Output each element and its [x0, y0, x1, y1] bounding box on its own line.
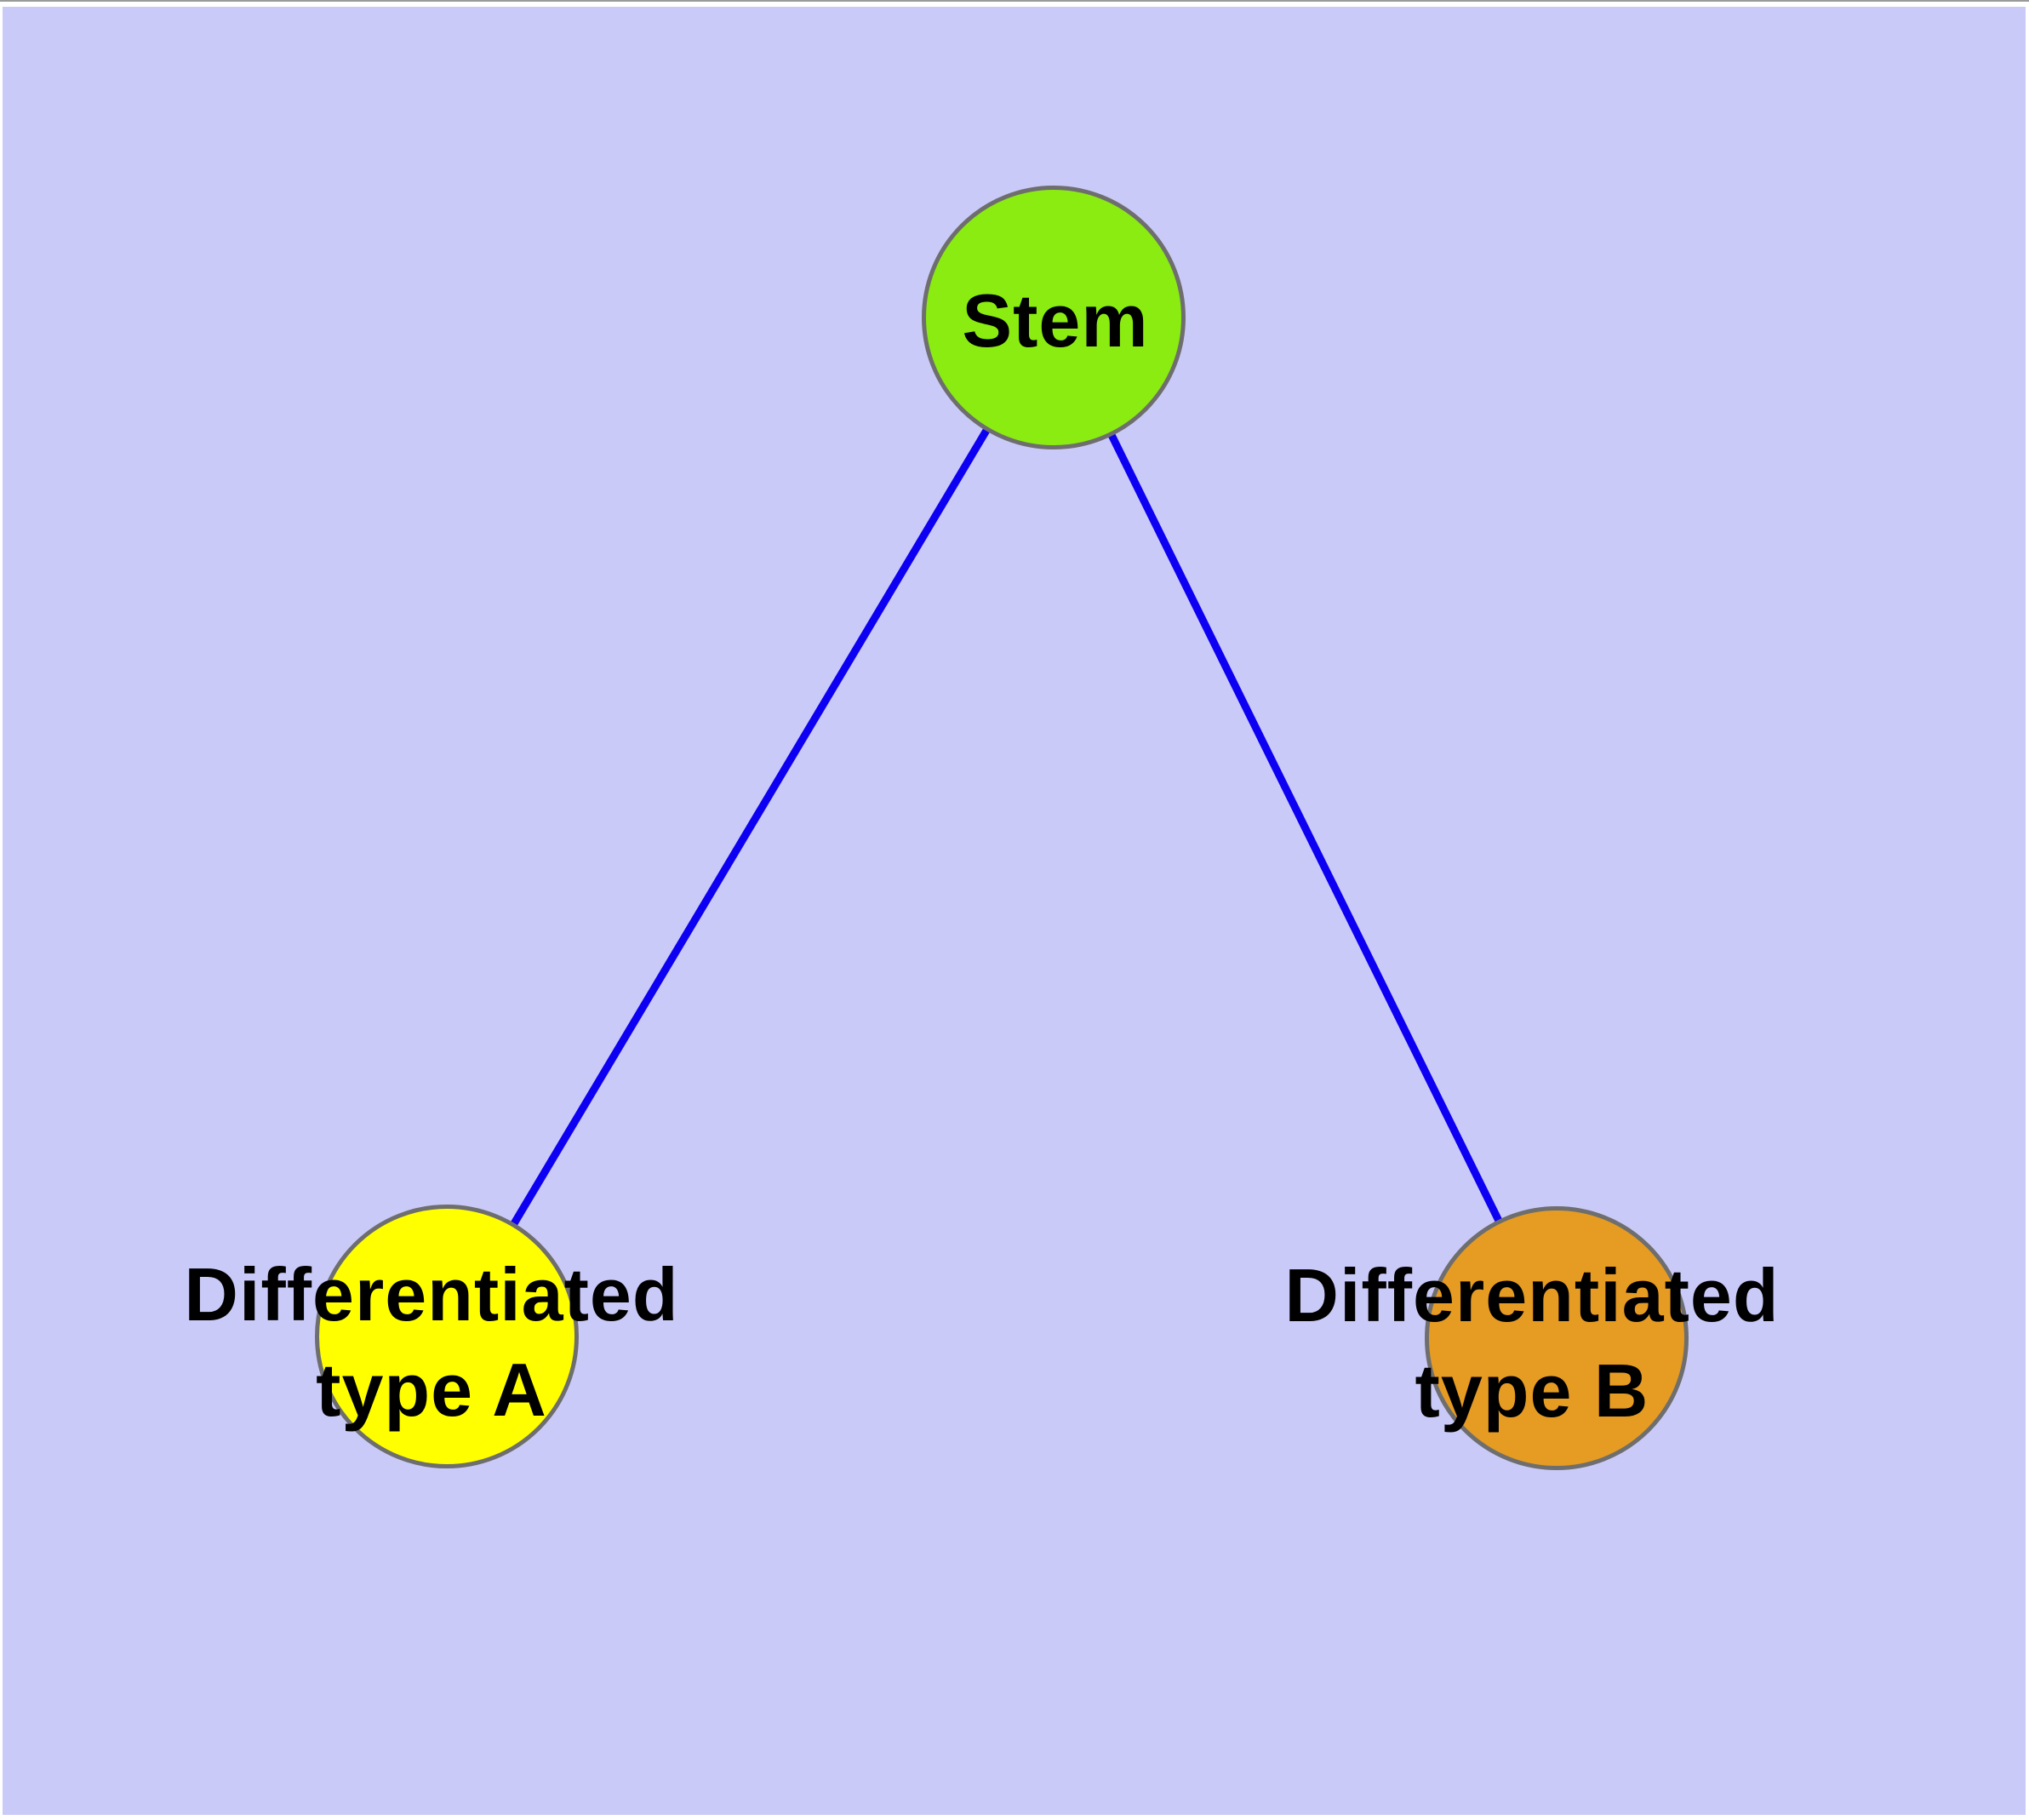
node-differentiated-type-b-label: Differentiated type B	[1149, 1248, 1915, 1439]
edge-stem-to-typeB	[1049, 316, 1561, 1340]
node-differentiated-type-b-circle	[1425, 1206, 1689, 1470]
node-stem-circle	[922, 186, 1186, 449]
node-b-label-line-1: Differentiated	[1284, 1253, 1780, 1337]
edge-stem-to-typeA	[443, 315, 1057, 1339]
node-differentiated-type-a-label: Differentiated type A	[49, 1247, 814, 1438]
node-a-label-line-1: Differentiated	[184, 1252, 679, 1336]
top-edge-hairline	[0, 0, 2029, 2]
node-stem-label-text: Stem	[962, 278, 1149, 363]
node-differentiated-type-a-circle	[315, 1205, 579, 1468]
node-b-label-line-2: type B	[1415, 1348, 1649, 1433]
node-stem-label: Stem	[672, 273, 1438, 369]
node-a-label-line-2: type A	[316, 1348, 547, 1432]
